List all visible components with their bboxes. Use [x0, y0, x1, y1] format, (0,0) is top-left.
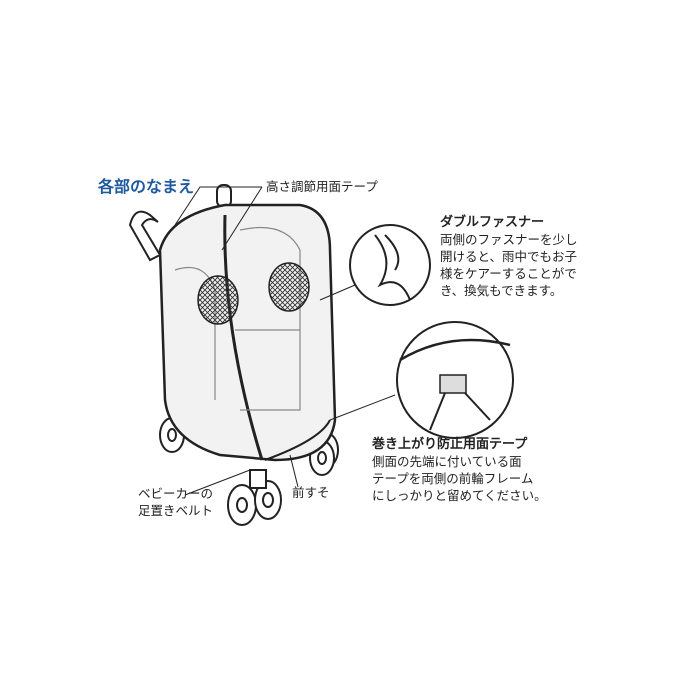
- mesh-window-right: [268, 262, 310, 312]
- label-height-tape: 高さ調節用面テープ: [266, 179, 378, 194]
- callout-anti-rollup-tape: 巻き上がり防止用面テープ 側面の先端に付いている面 テープを両側の前輪フレーム …: [372, 436, 547, 504]
- callout-line: にしっかりと留めてください。: [372, 488, 547, 503]
- callout-line: テープを両側の前輪フレーム: [372, 471, 534, 486]
- callout-line: 開けると、雨中でもお子: [440, 249, 578, 264]
- label-front-hem: 前すそ: [292, 485, 330, 500]
- callout-heading: ダブルファスナー: [440, 215, 545, 230]
- rear-wheel-left: [159, 417, 339, 476]
- top-knob: [216, 184, 232, 208]
- mesh-window-left: [197, 275, 239, 325]
- page-title: 各部のなまえ: [98, 177, 195, 196]
- front-wheels: [227, 469, 282, 526]
- cover-zipper: [264, 419, 331, 461]
- callout-double-zipper: ダブルファスナー 両側のファスナーを少し 開けると、雨中でもお子 様をケアーする…: [440, 214, 578, 299]
- label-line: ベビーカーの: [138, 486, 214, 501]
- stroller-handle: [128, 210, 162, 262]
- callout-line: 側面の先端に付いている面: [372, 454, 522, 469]
- callout-heading: 巻き上がり防止用面テープ: [372, 437, 528, 452]
- zoom-circle-zipper: [349, 224, 431, 306]
- callout-line: 両側のファスナーを少し: [440, 232, 578, 247]
- label-line: 足置きベルト: [138, 503, 214, 518]
- cover-front-seam: [223, 214, 264, 461]
- label-footrest-belt: ベビーカーの 足置きベルト: [138, 485, 213, 519]
- callout-line: 様をケアーすることがで: [440, 266, 577, 281]
- callout-line: き、換気もできます。: [440, 283, 563, 298]
- rain-cover: [158, 203, 337, 462]
